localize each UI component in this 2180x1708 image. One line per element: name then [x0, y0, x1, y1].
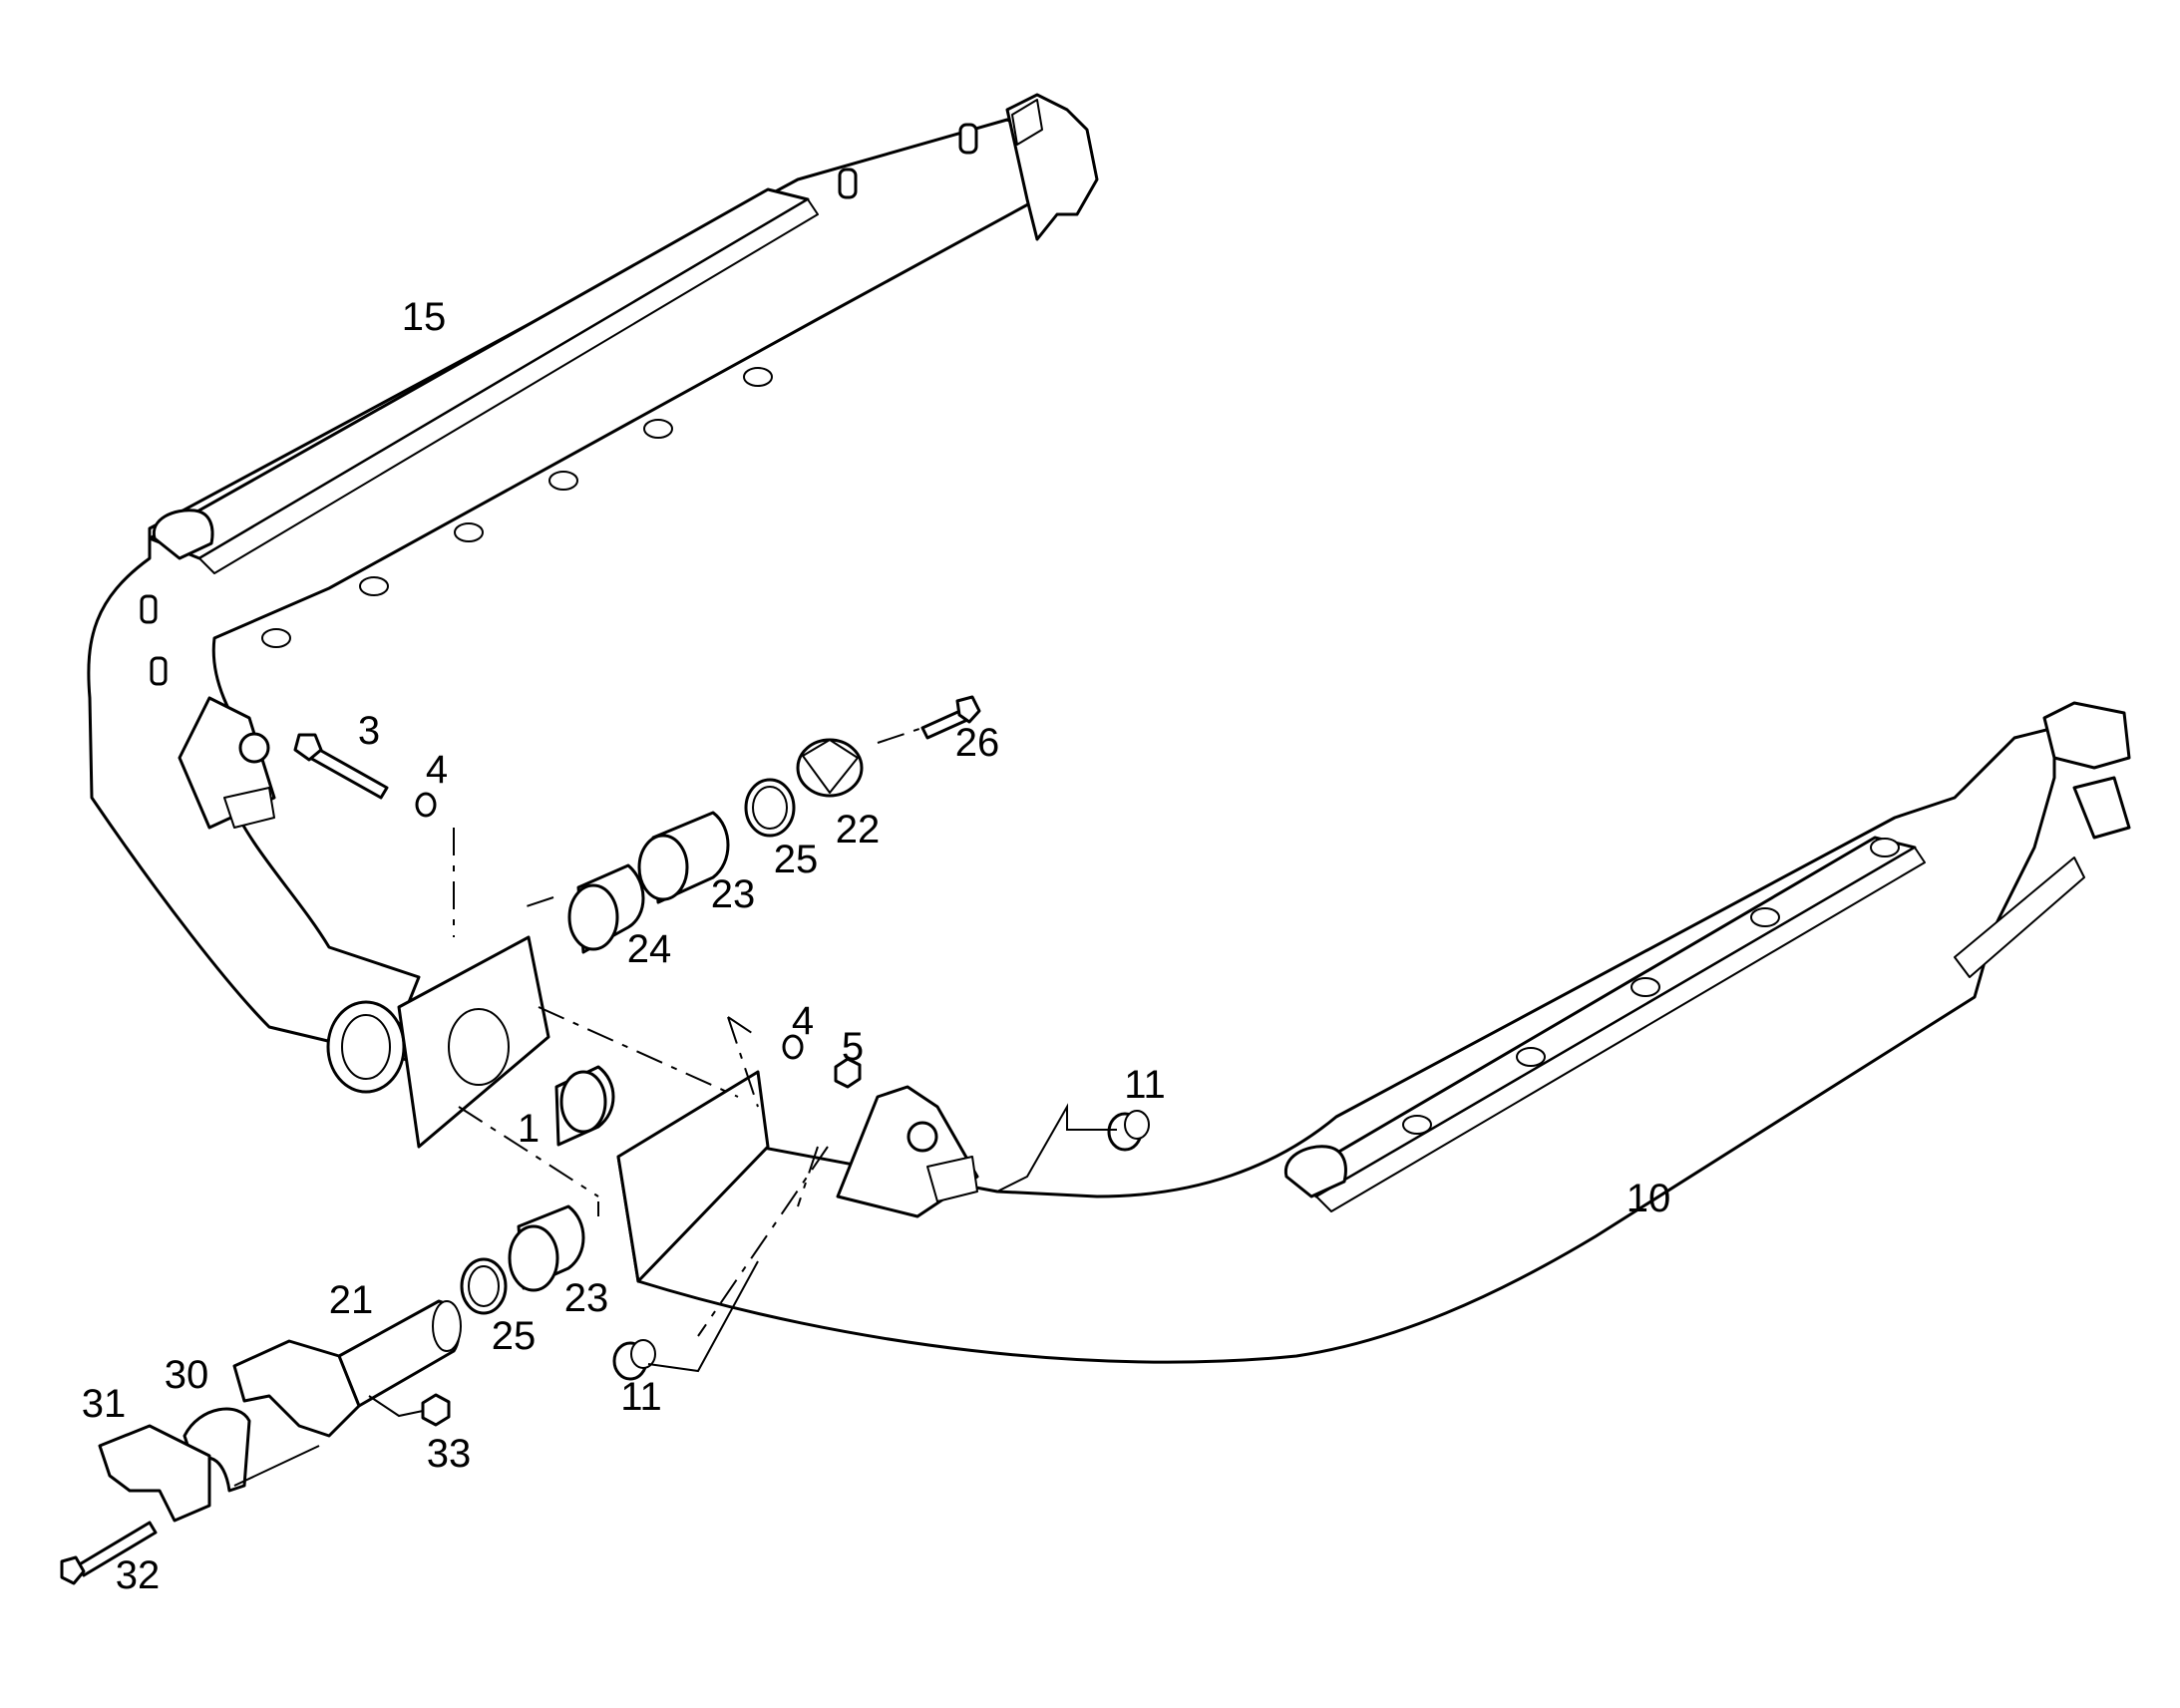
callout-11: 11 — [620, 1375, 662, 1419]
lower-frame-rail — [616, 701, 2131, 1364]
callout-31: 31 — [82, 1382, 127, 1426]
callout-24: 24 — [627, 927, 672, 971]
callout-30: 30 — [165, 1353, 209, 1397]
bushing-23-lower — [508, 1204, 585, 1292]
callout-1: 1 — [518, 1107, 540, 1151]
left-flange-plate — [397, 935, 550, 1149]
callout-23: 23 — [564, 1276, 609, 1320]
callout-10: 10 — [1627, 1177, 1671, 1220]
nut-33 — [421, 1393, 451, 1427]
callout-labels: 15 3 4 26 22 25 23 24 4 5 11 1 10 21 23 … — [82, 295, 1671, 1597]
bushing-23-upper — [637, 811, 730, 904]
callout-11: 11 — [1124, 1063, 1166, 1107]
callout-22: 22 — [836, 808, 881, 852]
leader-lines — [233, 1103, 1117, 1487]
callout-25: 25 — [774, 838, 819, 881]
callout-21: 21 — [329, 1278, 374, 1322]
plug-11-right — [1107, 1110, 1150, 1152]
clamp-31 — [98, 1424, 211, 1523]
bolt-32 — [60, 1521, 158, 1585]
cap-22 — [796, 738, 864, 798]
callout-25: 25 — [492, 1314, 537, 1358]
plug-11-lower — [612, 1339, 656, 1381]
callout-23: 23 — [711, 872, 756, 916]
bolt-26 — [920, 695, 981, 740]
circlip-25-lower — [460, 1257, 508, 1315]
callout-3: 3 — [358, 709, 380, 753]
callout-26: 26 — [955, 721, 1000, 765]
washer-4-lower — [782, 1034, 804, 1060]
callout-32: 32 — [116, 1553, 161, 1597]
right-flange-plate — [616, 1070, 770, 1283]
callout-5: 5 — [842, 1025, 864, 1069]
callout-4: 4 — [426, 748, 448, 792]
bushing-24 — [567, 863, 645, 954]
assembly-axes — [453, 727, 923, 1337]
callout-15: 15 — [402, 295, 447, 339]
circlip-25-upper — [744, 778, 796, 838]
callout-33: 33 — [427, 1432, 472, 1476]
callout-4: 4 — [792, 999, 814, 1043]
upper-frame-rail — [87, 93, 1099, 1094]
bolt-3 — [293, 733, 389, 800]
nut-5 — [834, 1057, 862, 1089]
bushing-1 — [554, 1065, 615, 1147]
washer-4-upper — [415, 792, 437, 818]
shaft-21 — [232, 1299, 462, 1438]
